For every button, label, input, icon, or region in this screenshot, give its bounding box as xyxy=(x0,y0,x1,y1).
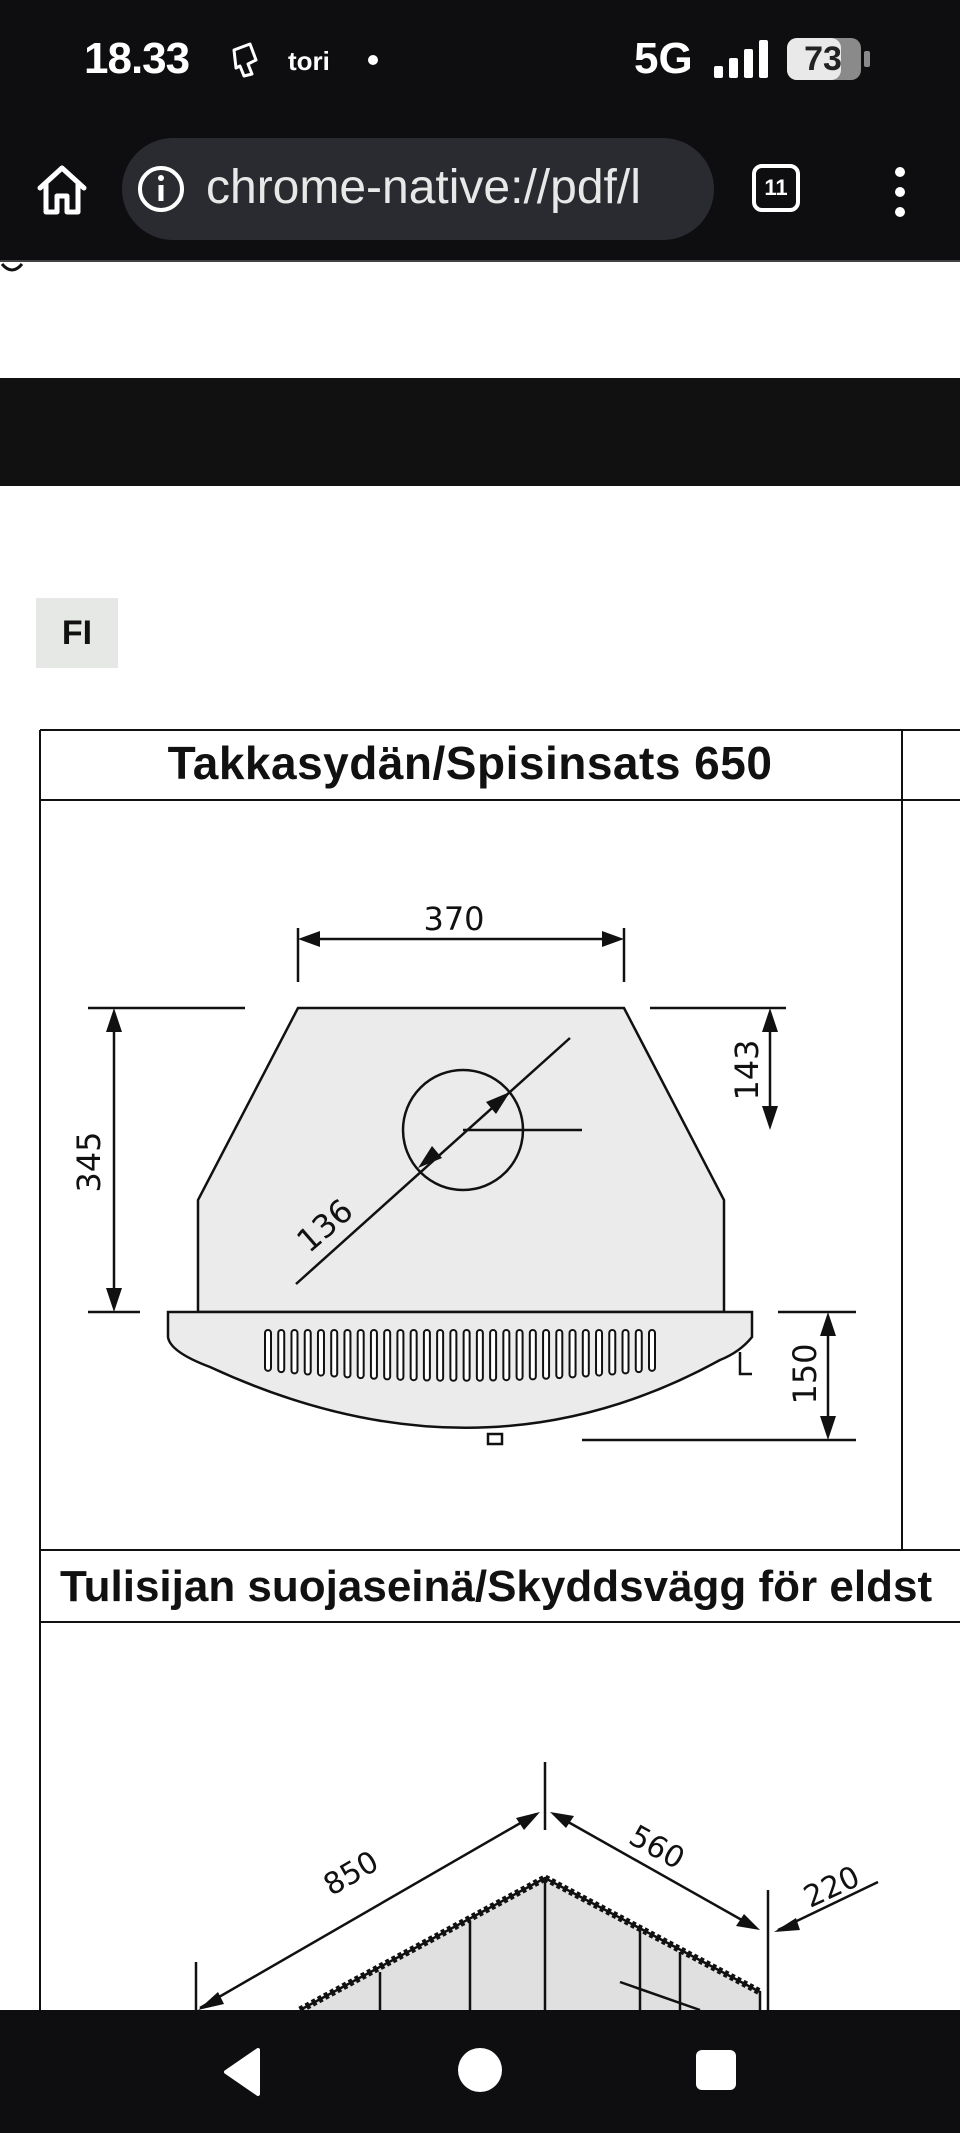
grille-slot xyxy=(330,1329,339,1378)
grille-slot xyxy=(608,1329,617,1376)
notification-app-icon xyxy=(232,42,258,78)
section-title-insert-650: Takkasydän/Spisinsats 650 xyxy=(167,737,773,789)
grille-slot xyxy=(409,1329,418,1382)
grille-slot xyxy=(303,1329,312,1376)
notification-dot-icon xyxy=(368,55,378,65)
table-frame xyxy=(39,729,960,2010)
grille-slot xyxy=(595,1329,604,1377)
grille-slot xyxy=(462,1329,471,1382)
grille-slot xyxy=(489,1329,498,1382)
fireplace-insert-drawing: 370 345 143 136 150 xyxy=(70,900,856,1446)
tab-switcher-icon[interactable] xyxy=(750,162,802,214)
dim-left-length: 850 xyxy=(318,1844,385,1903)
signal-strength-icon xyxy=(714,40,768,78)
pdf-viewport[interactable]: FI Takkasydän/Spisinsats 650 Tulisijan s… xyxy=(0,262,960,2010)
grille-slot xyxy=(449,1329,458,1382)
grille-slot xyxy=(621,1329,630,1375)
grille-slot xyxy=(396,1329,405,1381)
grille-slot xyxy=(264,1329,272,1372)
grille-slot xyxy=(383,1329,392,1381)
grille-slot xyxy=(343,1329,352,1379)
status-time: 18.33 xyxy=(84,34,190,83)
more-options-icon[interactable] xyxy=(880,162,920,222)
grille-slot xyxy=(277,1329,286,1374)
dim-height: 345 xyxy=(70,1131,108,1192)
dim-thickness: 220 xyxy=(799,1859,866,1915)
grille-slot xyxy=(648,1329,656,1372)
dim-base-depth: 150 xyxy=(786,1343,824,1404)
grille-slot xyxy=(555,1329,564,1380)
grille-slot xyxy=(316,1329,325,1377)
battery-level: 73 xyxy=(804,40,842,78)
address-bar[interactable]: chrome-native://pdf/l xyxy=(122,138,714,240)
dim-top-width: 370 xyxy=(423,900,484,938)
recent-apps-icon[interactable] xyxy=(694,2048,738,2092)
grille-slot xyxy=(542,1329,551,1380)
grille-slot xyxy=(475,1329,484,1382)
protective-wall-drawing: 850 560 220 xyxy=(194,1762,879,2010)
dim-flue-offset: 143 xyxy=(728,1039,766,1100)
grille-slot xyxy=(581,1329,590,1378)
tab-count[interactable]: 11 xyxy=(764,175,788,200)
grille-slot xyxy=(528,1329,537,1381)
system-navigation-bar xyxy=(0,2010,960,2133)
battery-icon xyxy=(787,38,870,80)
url-text[interactable]: chrome-native://pdf/l xyxy=(206,161,641,214)
grille-slot xyxy=(422,1329,431,1382)
network-type: 5G xyxy=(634,34,693,83)
language-badge: FI xyxy=(36,598,118,668)
back-icon[interactable] xyxy=(218,2046,266,2098)
info-icon[interactable] xyxy=(136,164,186,214)
page-separator xyxy=(0,378,960,486)
grille-slot xyxy=(568,1329,577,1379)
grille-slot xyxy=(515,1329,524,1381)
page-fragment-mark xyxy=(0,262,24,272)
status-bar: 18.33 tori 5G 73 xyxy=(0,0,960,120)
grille-slot xyxy=(369,1329,378,1380)
grille-slot xyxy=(436,1329,445,1382)
section-title-protective-wall: Tulisijan suojaseinä/Skyddsvägg för elds… xyxy=(60,1562,933,1611)
dim-right-length: 560 xyxy=(623,1819,690,1877)
home-nav-icon[interactable] xyxy=(456,2046,504,2094)
grille-slot xyxy=(356,1329,365,1380)
browser-toolbar: chrome-native://pdf/l 11 xyxy=(0,120,960,262)
grille-slot xyxy=(290,1329,299,1375)
notification-app-label: tori xyxy=(288,46,330,76)
grille-slot xyxy=(502,1329,511,1382)
grille-slot xyxy=(634,1329,643,1374)
home-icon[interactable] xyxy=(34,162,90,218)
